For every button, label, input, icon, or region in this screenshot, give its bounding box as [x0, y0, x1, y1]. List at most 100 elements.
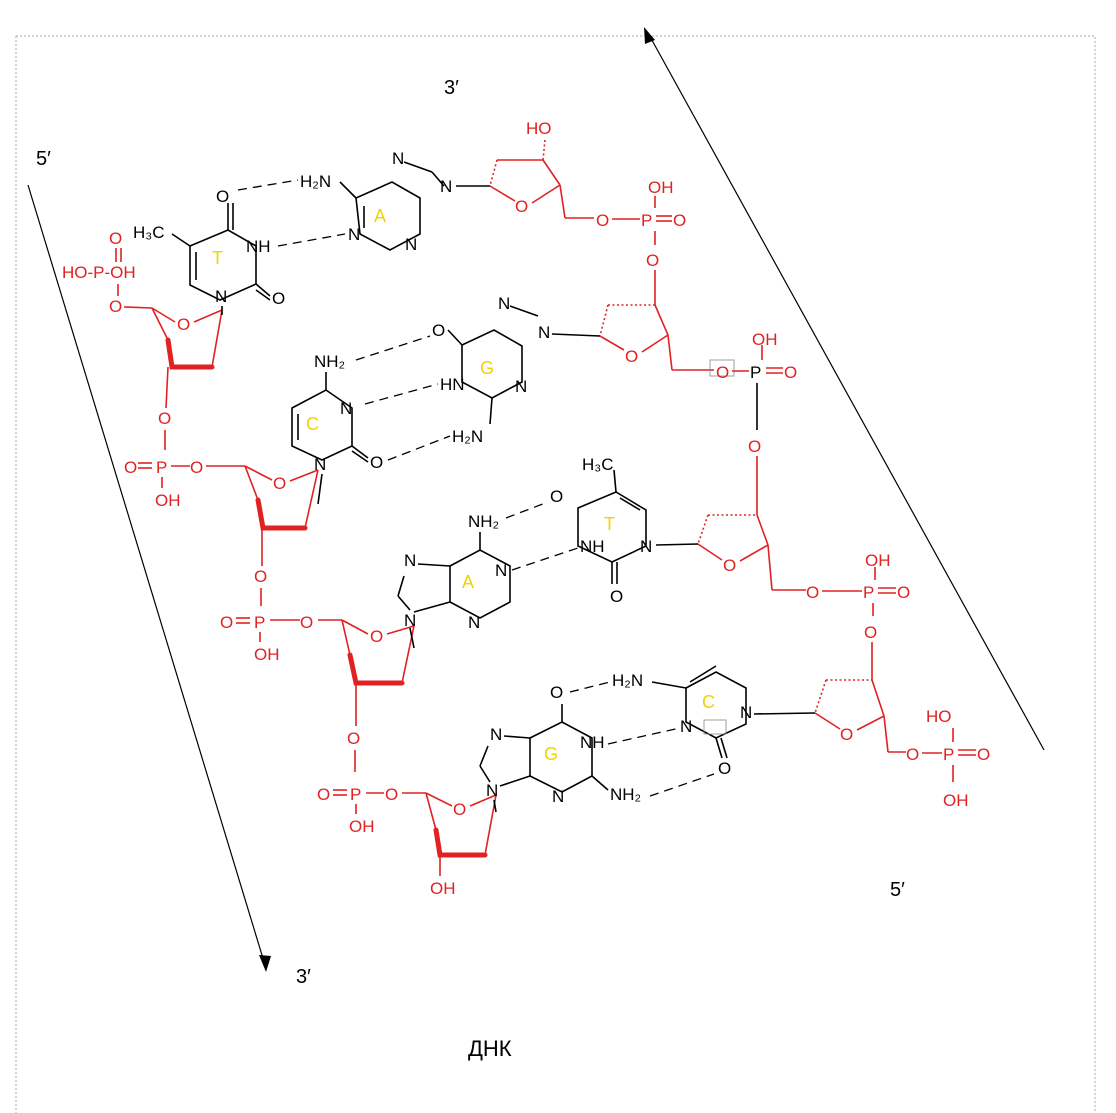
base-letter-t1: T: [212, 248, 223, 268]
svg-text:N: N: [348, 225, 360, 244]
svg-text:O: O: [273, 474, 286, 493]
base-letter-c1: C: [306, 414, 319, 434]
svg-text:P: P: [254, 613, 265, 632]
left-backbone: O HO-P-OH O O O O P O OH O O: [62, 229, 497, 898]
svg-text:HO: HO: [526, 119, 552, 138]
hydrogen-bonds: [237, 179, 715, 797]
base-letter-g1: G: [480, 358, 494, 378]
svg-text:HO: HO: [926, 707, 952, 726]
right-backbone: HO O O P O OH O O O P O: [489, 119, 990, 810]
adenine-base-2: NH₂ N N N N A: [397, 512, 511, 649]
svg-text:OH: OH: [752, 330, 778, 349]
base-letter-a1: A: [374, 206, 386, 226]
svg-text:O: O: [596, 211, 609, 230]
svg-text:NH: NH: [580, 537, 605, 556]
guanine-base-2: O NH N NH₂ N N G: [479, 683, 641, 813]
svg-text:N: N: [340, 399, 352, 418]
svg-text:O: O: [370, 627, 383, 646]
svg-text:O: O: [158, 409, 171, 428]
label-3prime-right: 3′: [444, 77, 459, 99]
svg-text:O: O: [515, 197, 528, 216]
svg-text:O: O: [550, 487, 563, 506]
svg-text:O: O: [897, 583, 910, 602]
svg-text:N: N: [440, 177, 452, 196]
svg-text:O: O: [806, 583, 819, 602]
svg-text:O: O: [840, 725, 853, 744]
svg-text:OH: OH: [648, 178, 674, 197]
base-letter-c2: C: [702, 692, 715, 712]
svg-text:N: N: [490, 725, 502, 744]
svg-text:N: N: [552, 787, 564, 806]
svg-text:N: N: [392, 149, 404, 168]
svg-text:NH: NH: [580, 733, 605, 752]
svg-text:H₃C: H₃C: [582, 455, 613, 474]
svg-text:N: N: [498, 294, 510, 313]
svg-text:N: N: [680, 717, 692, 736]
svg-text:P: P: [641, 211, 652, 230]
svg-text:O: O: [124, 458, 137, 477]
svg-text:O: O: [385, 785, 398, 804]
svg-text:N: N: [515, 377, 527, 396]
right-strand-arrow: [644, 27, 1045, 751]
cytosine-base-2: H₂N N N O C: [612, 665, 816, 778]
base-letter-t2: T: [604, 514, 615, 534]
svg-text:P: P: [750, 363, 761, 382]
label-3prime-left: 3′: [296, 966, 311, 988]
svg-text:H₂N: H₂N: [612, 671, 643, 690]
base-letter-g2: G: [544, 744, 558, 764]
svg-text:NH₂: NH₂: [468, 512, 499, 531]
svg-text:N: N: [486, 781, 498, 800]
svg-text:O: O: [190, 458, 203, 477]
svg-text:N: N: [404, 611, 416, 630]
svg-text:N: N: [538, 323, 550, 342]
thymine-base-1: H₃C O NH O N T: [133, 187, 285, 315]
svg-text:OH: OH: [254, 645, 280, 664]
base-letter-a2: A: [462, 572, 474, 592]
svg-text:N: N: [405, 235, 417, 254]
svg-text:O: O: [177, 315, 190, 334]
adenine-base-1: H₂N N N N N A: [300, 149, 490, 254]
figure-title: ДНК: [468, 1036, 512, 1061]
svg-text:OH: OH: [155, 491, 181, 510]
svg-text:O: O: [718, 759, 731, 778]
svg-text:HN: HN: [440, 375, 465, 394]
svg-text:P: P: [156, 458, 167, 477]
svg-text:N: N: [314, 455, 326, 474]
svg-text:OH: OH: [430, 879, 456, 898]
svg-text:O: O: [370, 453, 383, 472]
svg-text:O: O: [716, 363, 729, 382]
svg-text:O: O: [864, 623, 877, 642]
svg-text:H₃C: H₃C: [133, 223, 164, 242]
cytosine-base-1: NH₂ N O N C: [291, 352, 383, 505]
svg-text:O: O: [550, 683, 563, 702]
svg-text:O: O: [109, 297, 122, 316]
svg-text:O: O: [317, 785, 330, 804]
thymine-base-2: H₃C O NH O N T: [550, 455, 699, 606]
svg-text:O: O: [254, 567, 267, 586]
svg-text:N: N: [495, 561, 507, 580]
svg-text:O: O: [748, 437, 761, 456]
svg-text:O: O: [109, 229, 122, 248]
svg-text:O: O: [977, 745, 990, 764]
svg-text:O: O: [453, 800, 466, 819]
svg-text:N: N: [215, 287, 227, 306]
svg-text:O: O: [784, 363, 797, 382]
svg-text:NH: NH: [246, 237, 271, 256]
svg-text:OH: OH: [865, 551, 891, 570]
svg-text:O: O: [300, 613, 313, 632]
svg-text:NH₂: NH₂: [314, 352, 345, 371]
guanine-base-1: O HN N N N H₂N G: [432, 294, 601, 446]
svg-text:HO-P-OH: HO-P-OH: [62, 263, 136, 282]
svg-text:P: P: [350, 785, 361, 804]
svg-text:N: N: [740, 703, 752, 722]
svg-text:O: O: [610, 587, 623, 606]
svg-text:NH₂: NH₂: [610, 785, 641, 804]
svg-text:O: O: [646, 251, 659, 270]
svg-text:O: O: [347, 729, 360, 748]
svg-text:O: O: [432, 321, 445, 340]
frame-border: [15, 35, 1096, 1113]
svg-text:O: O: [906, 745, 919, 764]
svg-text:H₂N: H₂N: [452, 427, 483, 446]
label-5prime-left: 5′: [36, 148, 51, 170]
